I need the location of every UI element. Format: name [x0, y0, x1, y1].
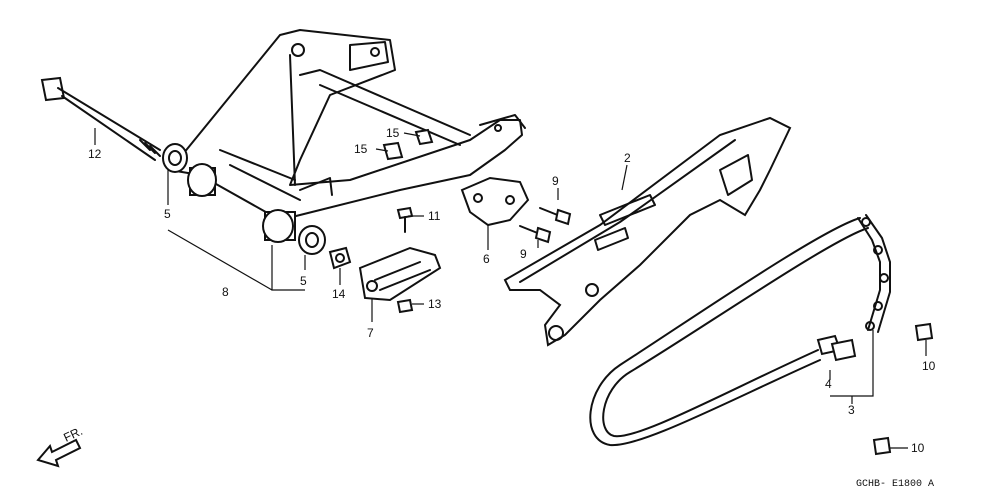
callout-3: 3 — [848, 403, 855, 417]
figure-code: GCHB- E1800 A — [856, 479, 934, 490]
callouts: 12 5 8 5 14 7 13 11 15 15 6 9 9 2 4 3 10… — [88, 126, 936, 455]
pivot-bolt — [40, 76, 161, 161]
nut-14 — [328, 246, 352, 270]
callout-2: 2 — [624, 151, 631, 165]
bolt-10-lower — [872, 436, 892, 456]
bolt-9-lower — [519, 225, 552, 244]
callout-8: 8 — [222, 285, 229, 299]
callout-6: 6 — [483, 252, 490, 266]
callout-9-lower: 9 — [520, 247, 527, 261]
bolt-10-upper — [914, 322, 934, 342]
bushing-lower — [262, 209, 296, 243]
callout-11: 11 — [428, 209, 441, 223]
callout-15-upper: 15 — [386, 126, 400, 140]
chain-case — [503, 116, 792, 347]
drive-chain — [589, 214, 891, 447]
front-arrow-icon — [36, 438, 82, 468]
callout-9-upper: 9 — [552, 174, 559, 188]
callout-10-upper: 10 — [922, 359, 936, 373]
chain-slider — [358, 246, 442, 302]
swingarm — [169, 29, 526, 221]
collar-upper — [162, 143, 188, 173]
chain-joint — [816, 334, 857, 362]
callout-12: 12 — [88, 147, 102, 161]
nut-15-lower — [382, 141, 404, 161]
callout-4: 4 — [825, 377, 832, 391]
callout-10-lower: 10 — [911, 441, 925, 455]
front-label: FR. — [61, 424, 84, 445]
front-direction-indicator: FR. — [36, 424, 85, 468]
bolt-11 — [396, 206, 414, 233]
callout-15-lower: 15 — [354, 142, 368, 156]
callout-5-right: 5 — [300, 274, 307, 288]
callout-5-left: 5 — [164, 207, 171, 221]
callout-7: 7 — [367, 326, 374, 340]
nut-13 — [396, 298, 414, 314]
bolt-9-upper — [539, 207, 572, 226]
callout-13: 13 — [428, 297, 442, 311]
nut-15-upper — [414, 128, 434, 146]
collar-lower — [298, 225, 326, 255]
callout-14: 14 — [332, 287, 346, 301]
bracket — [460, 176, 530, 227]
bushing-upper — [187, 163, 217, 197]
leader-lines — [94, 128, 927, 449]
